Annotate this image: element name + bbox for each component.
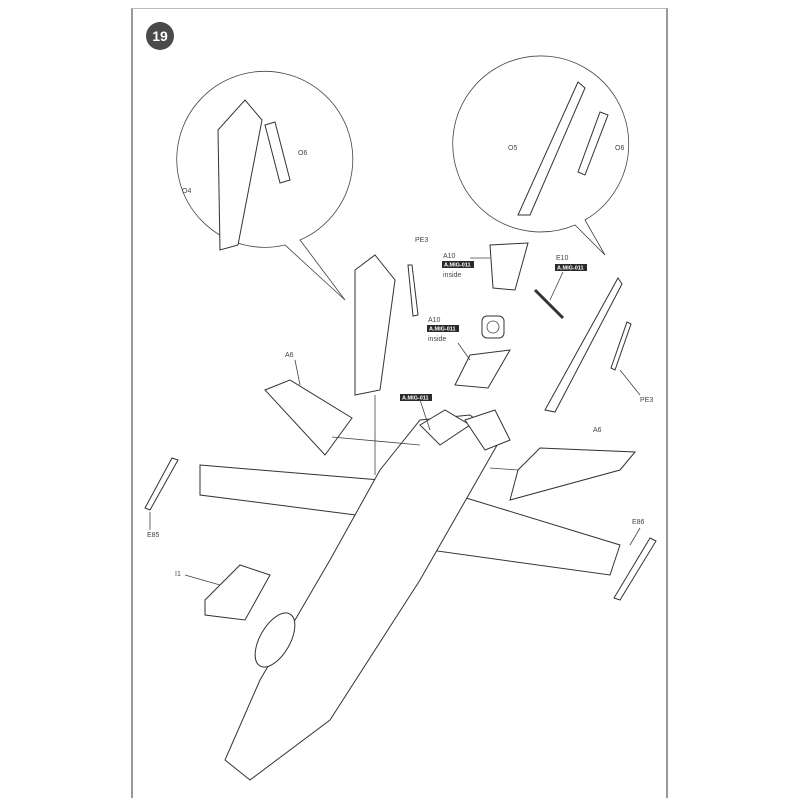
note-a10-mid: inside	[428, 336, 446, 343]
step-badge: 19	[146, 22, 174, 50]
paint-tag-fuselage: A.MIG-011	[402, 396, 429, 402]
label-e10: E10	[556, 255, 569, 262]
label-pe3-right: PE3	[640, 397, 653, 404]
aircraft-fuselage	[199, 409, 621, 781]
page-frame	[131, 8, 668, 798]
paint-tag-a10-mid: A.MIG-011	[429, 327, 456, 333]
label-a10-top: A10	[443, 253, 456, 260]
label-a10-mid: A10	[428, 317, 441, 324]
label-o6-right: O6	[615, 145, 624, 152]
part-a10-top	[489, 242, 529, 291]
vertical-tail-right	[544, 277, 623, 413]
part-i1-canopy	[204, 564, 271, 621]
part-pe3-left	[407, 264, 419, 317]
paint-tag-e10: A.MIG-011	[557, 266, 584, 272]
part-pe3-right	[610, 321, 632, 371]
part-e85	[144, 457, 179, 511]
label-o4: O4	[182, 188, 191, 195]
part-a6-left	[264, 379, 353, 456]
detail-callout-left: O4 O6	[176, 70, 354, 301]
detail-callout-right: O5 O6	[452, 55, 630, 256]
label-o6: O6	[298, 150, 307, 157]
label-o5: O5	[508, 145, 517, 152]
label-i1: I1	[175, 571, 181, 578]
label-e86: E86	[632, 519, 645, 526]
label-a6-right: A6	[593, 427, 602, 434]
step-number: 19	[152, 28, 168, 44]
label-e85: E85	[147, 532, 160, 539]
rotate-icon	[481, 315, 505, 339]
vertical-tail-left	[354, 254, 396, 396]
part-a10-mid	[454, 349, 511, 389]
part-a6-right	[509, 447, 637, 501]
paint-tag-a10-top: A.MIG-011	[444, 263, 471, 269]
label-a6-left: A6	[285, 352, 294, 359]
leader-lines	[149, 257, 641, 586]
label-pe3-left: PE3	[415, 237, 428, 244]
note-a10-top: inside	[443, 272, 461, 279]
part-e86	[613, 537, 657, 601]
